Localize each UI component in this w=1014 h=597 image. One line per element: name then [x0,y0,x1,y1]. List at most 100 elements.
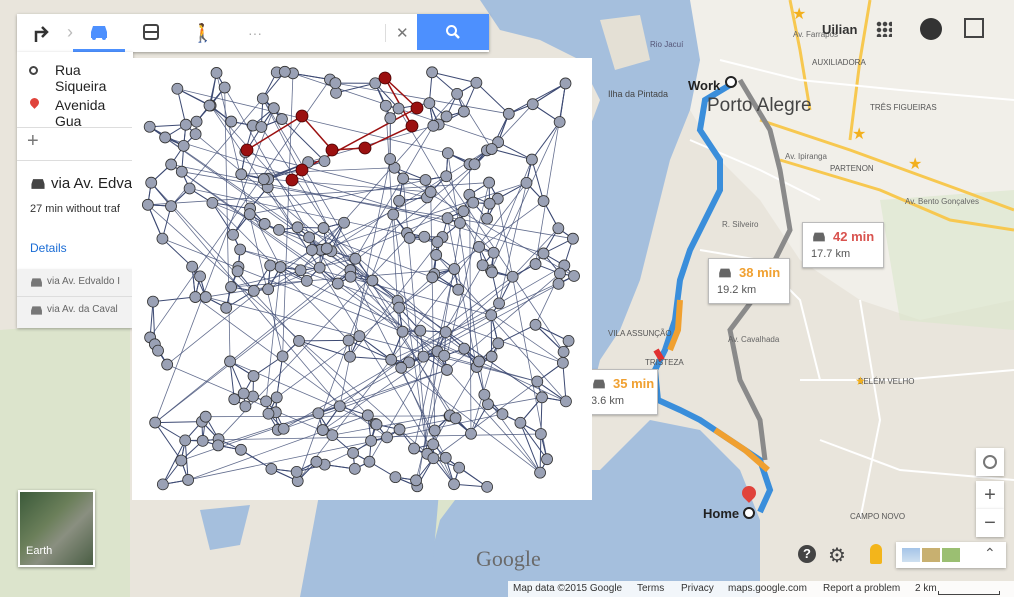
route-title[interactable]: via Av. Edva [51,175,133,192]
graph-node [247,284,260,297]
mode-driving[interactable] [73,14,125,52]
graph-node [145,176,158,189]
graph-node [317,222,330,234]
graph-edge [435,254,567,402]
destination-pin-icon [28,96,41,109]
graph-node [403,232,416,244]
route-box-alt[interactable]: 35 min 3.6 km [582,369,658,415]
details-link[interactable]: Details [30,241,67,255]
route-box-main[interactable]: 38 min 19.2 km [708,258,790,304]
notifications-icon[interactable] [920,18,942,40]
graph-node [496,408,509,420]
graph-edge [332,396,543,436]
graph-node [557,345,570,358]
my-location-button[interactable] [976,448,1004,476]
graph-edge [490,121,561,271]
earth-toggle[interactable]: Earth [18,490,95,567]
graph-edge [149,79,331,338]
graph-highlight-node [405,119,419,133]
add-destination-button[interactable]: + [27,130,39,152]
graph-node [483,176,495,189]
destination-field[interactable]: Avenida Gua [55,97,106,129]
graph-edge [218,103,534,440]
graph-edge [497,141,533,161]
layer-thumb[interactable] [922,548,940,562]
map-label-place: Ilha da Pintada [608,89,669,99]
close-button[interactable]: ✕ [385,24,409,42]
graph-node [220,301,233,314]
mode-directions[interactable] [17,14,69,52]
graph-node [348,462,361,475]
graph-node [228,393,241,406]
graph-edge [181,412,319,461]
graph-node [147,295,159,308]
graph-node [537,195,550,207]
graph-node [541,453,553,466]
graph-edge [170,164,438,352]
graph-node [441,364,453,376]
graph-edge [539,433,542,473]
graph-node [431,236,444,248]
search-button[interactable] [417,14,489,50]
chevron-up-icon[interactable]: ⌃ [984,545,996,561]
graph-node [342,334,355,347]
zoom-in-button[interactable]: + [976,481,1004,509]
graph-node [487,246,500,259]
graph-node [277,422,290,435]
graph-edge [187,414,368,481]
graph-highlight-edge [301,115,333,151]
graph-node [225,115,238,128]
user-name[interactable]: Uilian [822,22,858,37]
graph-highlight-node [295,109,309,123]
mode-walking[interactable]: 🚶 [177,14,229,52]
graph-edge [413,268,455,449]
graph-edge [154,269,351,423]
graph-node [274,261,287,273]
zoom-out-button[interactable]: − [976,509,1004,537]
graph-node [485,143,498,155]
walk-icon: 🚶 [191,22,215,43]
layers-bar[interactable]: ⌃ [896,542,1006,568]
graph-edge [149,124,186,128]
alternative-route[interactable]: via Av. Edvaldo I [47,276,121,287]
graph-highlight-node [410,101,424,115]
alternative-route[interactable]: via Av. da Caval [47,304,118,315]
route-time: 42 min [833,229,875,244]
gear-icon[interactable]: ⚙ [828,545,846,567]
graph-highlight-edge [384,77,418,109]
graph-node [396,325,409,338]
graph-node [458,105,470,118]
graph-node [165,158,178,171]
car-icon [719,268,731,278]
map-label-place: Av. Cavalhada [728,335,780,344]
terms-link[interactable]: Terms [637,583,665,594]
graph-node [179,434,192,447]
mode-transit[interactable] [125,14,177,52]
graph-edge [430,191,436,431]
graph-edge [240,449,272,470]
share-icon[interactable] [964,18,984,38]
car-icon [31,278,42,287]
graph-node [344,350,356,363]
graph-node [389,471,402,484]
graph-node [430,249,443,261]
pegman-icon[interactable] [870,544,882,564]
route-box-gray[interactable]: 42 min 17.7 km [802,222,884,268]
route-time: 38 min [739,265,781,280]
apps-grid-icon[interactable] [876,21,892,37]
graph-node [203,99,216,112]
graph-edge [205,415,450,418]
star-icon: ★ [792,6,807,23]
graph-node [331,277,344,290]
map-label-place: Av. Bento Gonçalves [905,197,979,206]
graph-node [454,217,466,229]
graph-node [189,291,202,303]
layer-thumb[interactable] [942,548,960,562]
domain-link[interactable]: maps.google.com [728,583,807,594]
layer-thumb[interactable] [902,548,920,562]
origin-field[interactable]: Rua Siqueira [55,62,107,94]
help-icon[interactable]: ? [798,545,816,563]
mode-more[interactable]: ··· [229,14,281,52]
report-link[interactable]: Report a problem [823,583,901,594]
privacy-link[interactable]: Privacy [681,583,714,594]
